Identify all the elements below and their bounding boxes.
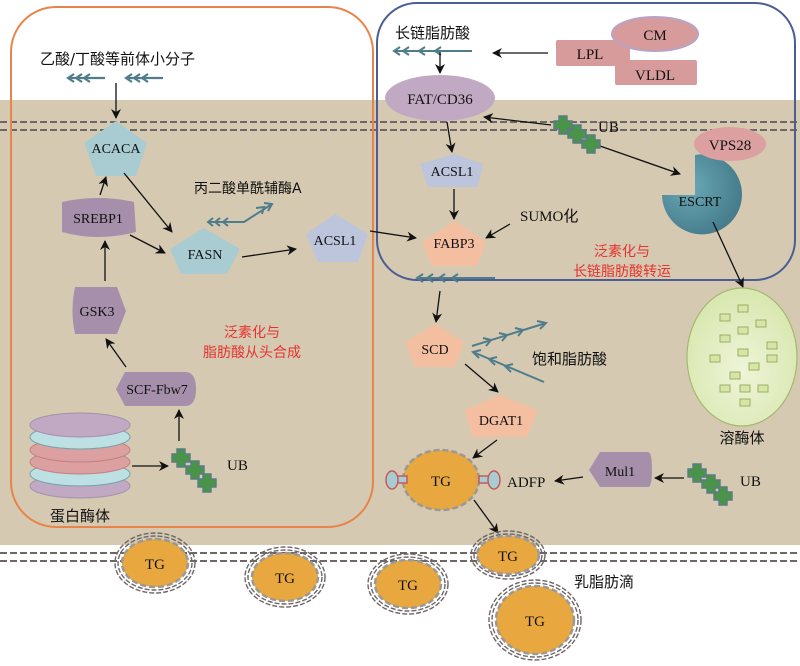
arrow-scd-to-dgat1: [464, 363, 499, 393]
ub-label-cd36: UB: [598, 120, 619, 136]
precursor-molecule-icon: [66, 73, 163, 83]
tg-secreted-label-1: TG: [145, 557, 165, 573]
ub-label-proteasome: UB: [227, 458, 248, 474]
adfp-protein-right-icon: [478, 470, 501, 490]
long-chain-fa-label: 长链脂肪酸: [395, 24, 470, 42]
dgat1-node[interactable]: DGAT1: [465, 395, 538, 437]
scf-fbw7-label: SCF-Fbw7: [126, 383, 187, 398]
fat-cd36-label: FAT/CD36: [407, 92, 473, 108]
vldl-node[interactable]: [615, 60, 697, 85]
arrow-srebp1-to-fasn: [129, 234, 166, 254]
arrow-sumo-to-fabp3: [485, 223, 511, 239]
de-novo-region-title-line1: 泛素化与: [224, 325, 280, 341]
fabp3-node[interactable]: FABP3: [422, 221, 486, 266]
gsk3-label: GSK3: [79, 305, 114, 320]
acsl1-left-label: ACSL1: [314, 234, 357, 249]
arrow-acsl1-to-fabp3: [369, 230, 417, 242]
tg-secreted-label-3: TG: [398, 578, 418, 594]
milk-fat-droplet-label: 乳脂肪滴: [574, 573, 634, 591]
arrow-srebp1-to-acaca: [98, 176, 108, 196]
fasn-node[interactable]: FASN: [170, 228, 240, 274]
lpl-label: LPL: [577, 47, 604, 63]
arrow-tg-to-secretion: [473, 499, 499, 534]
fat-cd36-node[interactable]: FAT/CD36: [385, 75, 495, 121]
lysosome-label: 溶酶体: [719, 429, 764, 447]
arrow-fabp3-to-scd: [432, 290, 443, 323]
apical-membrane-top: [0, 121, 800, 131]
milk-fat-droplet-5[interactable]: TG: [488, 579, 582, 661]
vldl-label: VLDL: [635, 68, 675, 84]
proteasome-label: 蛋白酶体: [50, 507, 110, 525]
proteasome-icon[interactable]: [29, 412, 131, 499]
tg-secreted-label-4: TG: [498, 549, 518, 565]
sumo-label: SUMO化: [520, 208, 578, 225]
tg-droplet-main[interactable]: TG: [401, 448, 481, 512]
acsl1-right-node[interactable]: ACSL1: [420, 154, 483, 187]
adfp-protein-left-icon: [385, 470, 408, 490]
milk-fat-droplet-1[interactable]: TG: [114, 532, 196, 594]
arrow-acaca-to-fasn: [123, 172, 173, 233]
malonyl-coa-molecule-icon: [206, 202, 274, 227]
fatty-acid-transport-region: [376, 2, 796, 281]
arrow-mul1-to-adfp: [554, 474, 584, 485]
escrt-node[interactable]: ESCRT: [662, 154, 742, 235]
de-novo-synthesis-region: [10, 6, 374, 528]
tg-secreted-label-2: TG: [275, 571, 295, 587]
ub-label-mul1: UB: [740, 474, 761, 490]
arrow-escrt-to-lysosome: [712, 221, 744, 288]
tg-main-label: TG: [431, 474, 451, 490]
acaca-node[interactable]: ACACA: [84, 121, 147, 176]
malonyl-coa-label: 丙二酸单酰辅酶A: [194, 181, 302, 197]
tg-secreted-label-5: TG: [525, 614, 545, 630]
scf-fbw7-node[interactable]: SCF-Fbw7: [116, 372, 196, 406]
srebp1-label: SREBP1: [73, 212, 123, 227]
long-chain-fa-molecule-icon: [392, 46, 472, 56]
fabp3-label: FABP3: [434, 237, 475, 252]
arrow-fasn-to-acsl1: [241, 245, 297, 258]
precursors-label: 乙酸/丁酸等前体小分子: [40, 50, 195, 68]
vps28-node[interactable]: VPS28: [694, 127, 766, 161]
lipoprotein-complex: CM LPL VLDL: [556, 16, 699, 85]
adfp-label: ADFP: [507, 475, 545, 491]
milk-fat-droplet-2[interactable]: TG: [244, 546, 326, 608]
lpl-node[interactable]: [556, 40, 630, 66]
dgat1-label: DGAT1: [479, 414, 523, 429]
arrow-ub-to-escrt: [599, 145, 681, 176]
transport-region-title-line2: 长链脂肪酸转运: [573, 264, 671, 280]
fasn-label: FASN: [188, 248, 223, 263]
arrow-scf-to-gsk3: [105, 338, 127, 368]
acsl1-right-label: ACSL1: [431, 165, 474, 180]
arrow-ub-to-cd36: [483, 113, 552, 126]
milk-fat-droplet-4[interactable]: TG: [470, 530, 546, 580]
mul1-node[interactable]: Mul1: [589, 452, 652, 487]
cm-label: CM: [643, 28, 666, 44]
milk-fat-droplet-3[interactable]: TG: [367, 553, 449, 615]
arrow-cd36-to-acsl1: [445, 121, 456, 153]
arrow-dgat1-to-tg: [472, 439, 498, 459]
escrt-label: ESCRT: [679, 195, 722, 210]
scd-node[interactable]: SCD: [405, 324, 464, 367]
lysosome-icon[interactable]: [686, 287, 798, 427]
fabp3-fatty-acid-icon: [415, 273, 495, 283]
de-novo-region-title-line2: 脂肪酸从头合成: [203, 345, 301, 361]
srebp1-node[interactable]: SREBP1: [62, 198, 136, 237]
saturated-fa-label: 饱和脂肪酸: [532, 350, 607, 368]
cm-node[interactable]: [611, 16, 699, 52]
acsl1-left-node[interactable]: ACSL1: [306, 214, 368, 262]
scd-label: SCD: [421, 343, 448, 358]
transport-region-title-line1: 泛素化与: [594, 244, 650, 260]
gsk3-node[interactable]: GSK3: [72, 287, 127, 334]
acaca-label: ACACA: [91, 142, 141, 157]
vps28-label: VPS28: [709, 138, 752, 154]
saturated-fa-molecule-icon: [471, 320, 548, 383]
mul1-label: Mul1: [605, 465, 635, 480]
